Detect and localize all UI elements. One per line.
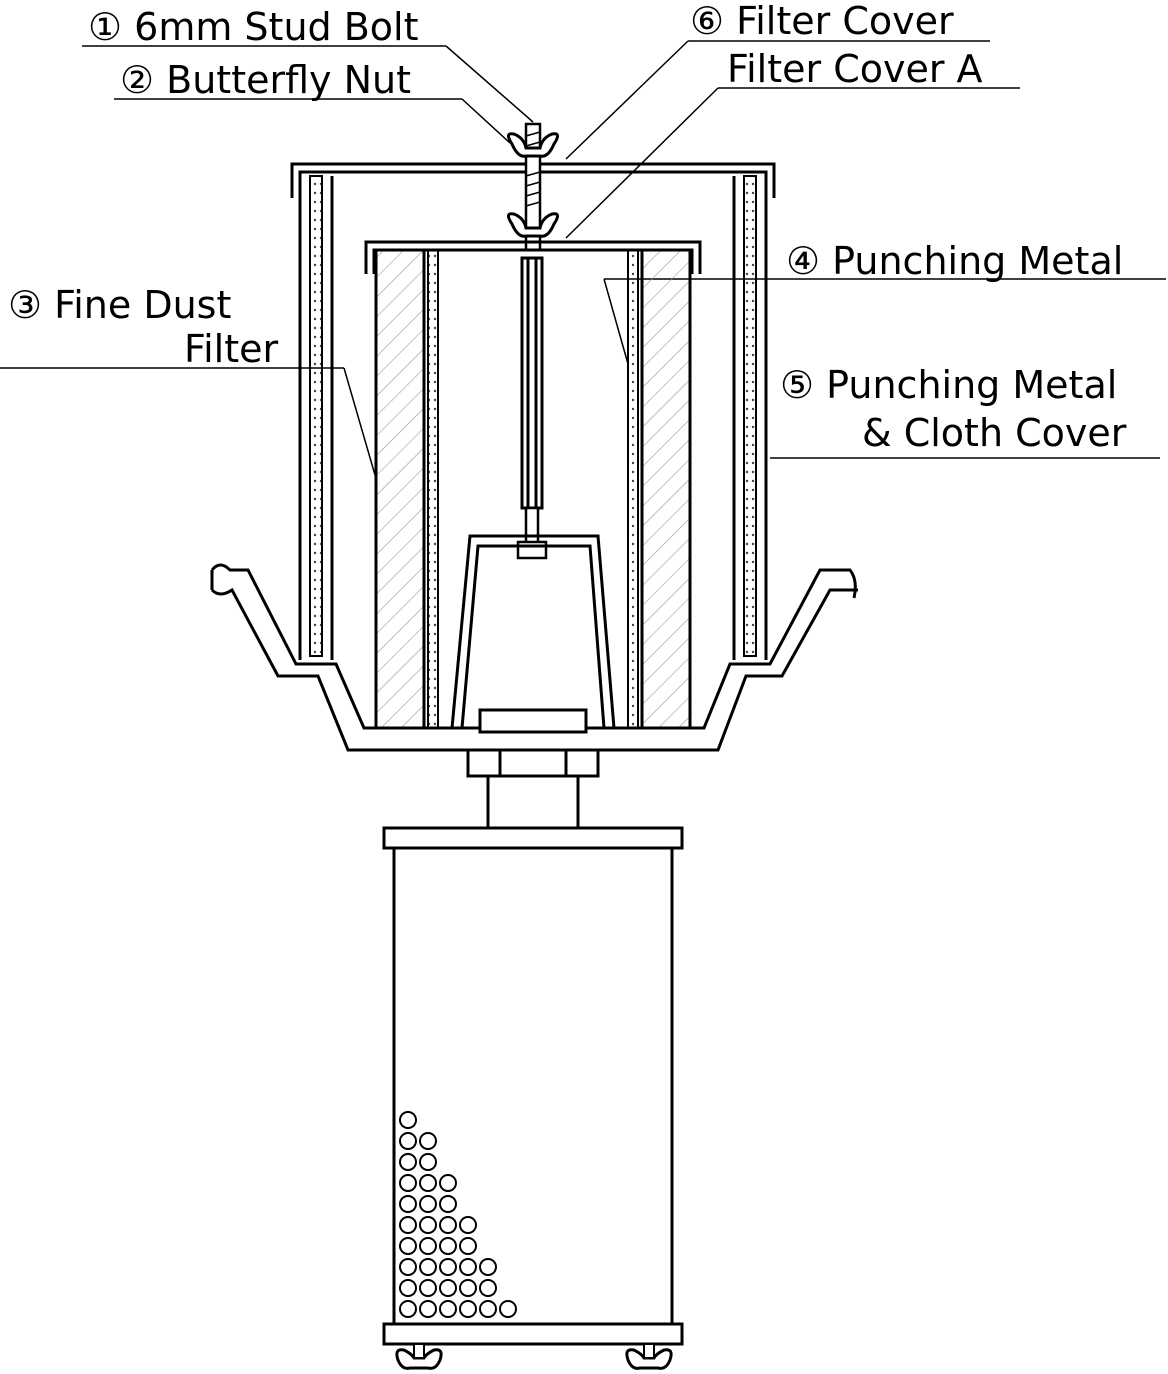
leader-fine-dust-filter bbox=[343, 367, 376, 476]
label-group: ① 6mm Stud Bolt ② Butterfly Nut ⑥ Filter… bbox=[0, 0, 1166, 476]
pellet bbox=[439, 1195, 457, 1213]
pellet bbox=[459, 1237, 477, 1255]
pellet bbox=[399, 1132, 417, 1150]
pellet bbox=[419, 1195, 437, 1213]
pellet bbox=[459, 1258, 477, 1276]
stud-bolt bbox=[516, 122, 548, 560]
pellet bbox=[399, 1300, 417, 1318]
pellet bbox=[399, 1279, 417, 1297]
pellet bbox=[419, 1279, 437, 1297]
pellet bbox=[459, 1300, 477, 1318]
label-filter-cover: ⑥ Filter Cover bbox=[690, 0, 954, 43]
pellet bbox=[419, 1153, 437, 1171]
label-fine-dust-filter-line2: Filter bbox=[184, 327, 278, 371]
label-stud-bolt: ① 6mm Stud Bolt bbox=[88, 5, 419, 49]
label-punching-metal-cloth-line1: ⑤ Punching Metal bbox=[780, 363, 1117, 407]
inner-filter-cover-a bbox=[364, 240, 702, 274]
pellet bbox=[419, 1216, 437, 1234]
leader-stud-bolt bbox=[445, 45, 534, 123]
label-butterfly-nut: ② Butterfly Nut bbox=[120, 58, 411, 102]
pellet bbox=[399, 1111, 417, 1129]
pellet bbox=[419, 1237, 437, 1255]
foot-nut-left bbox=[395, 1343, 443, 1370]
outer-filter-cover bbox=[290, 162, 776, 660]
pellet-fill bbox=[399, 1111, 517, 1318]
leader-filter-cover bbox=[565, 40, 689, 160]
pellet bbox=[419, 1174, 437, 1192]
pellet bbox=[439, 1279, 457, 1297]
pellet bbox=[499, 1300, 517, 1318]
pellet bbox=[439, 1237, 457, 1255]
leader-butterfly-nut bbox=[461, 98, 511, 144]
leader-punching-metal bbox=[603, 278, 629, 365]
inner-cone bbox=[450, 534, 616, 729]
label-punching-metal: ④ Punching Metal bbox=[786, 239, 1123, 283]
outlet-fitting bbox=[466, 708, 600, 830]
pellet bbox=[479, 1300, 497, 1318]
pellet bbox=[419, 1300, 437, 1318]
label-punching-metal-cloth-line2: & Cloth Cover bbox=[862, 411, 1127, 455]
pellet bbox=[479, 1258, 497, 1276]
foot-nut-right bbox=[625, 1343, 673, 1370]
pellet bbox=[459, 1216, 477, 1234]
label-fine-dust-filter-line1: ③ Fine Dust bbox=[8, 283, 231, 327]
pellet bbox=[399, 1153, 417, 1171]
pellet bbox=[399, 1216, 417, 1234]
pellet bbox=[439, 1258, 457, 1276]
pellet bbox=[399, 1258, 417, 1276]
butterfly-nut-lower bbox=[507, 212, 559, 238]
pellet bbox=[399, 1195, 417, 1213]
label-filter-cover-a: Filter Cover A bbox=[727, 47, 983, 91]
pellet bbox=[479, 1279, 497, 1297]
butterfly-nut-top bbox=[507, 132, 559, 158]
pellet bbox=[439, 1300, 457, 1318]
lower-canister bbox=[382, 826, 684, 1346]
pellet bbox=[419, 1258, 437, 1276]
pellet bbox=[399, 1174, 417, 1192]
pellet bbox=[439, 1174, 457, 1192]
pellet bbox=[399, 1237, 417, 1255]
pellet bbox=[419, 1132, 437, 1150]
pellet bbox=[439, 1216, 457, 1234]
pellet bbox=[459, 1279, 477, 1297]
